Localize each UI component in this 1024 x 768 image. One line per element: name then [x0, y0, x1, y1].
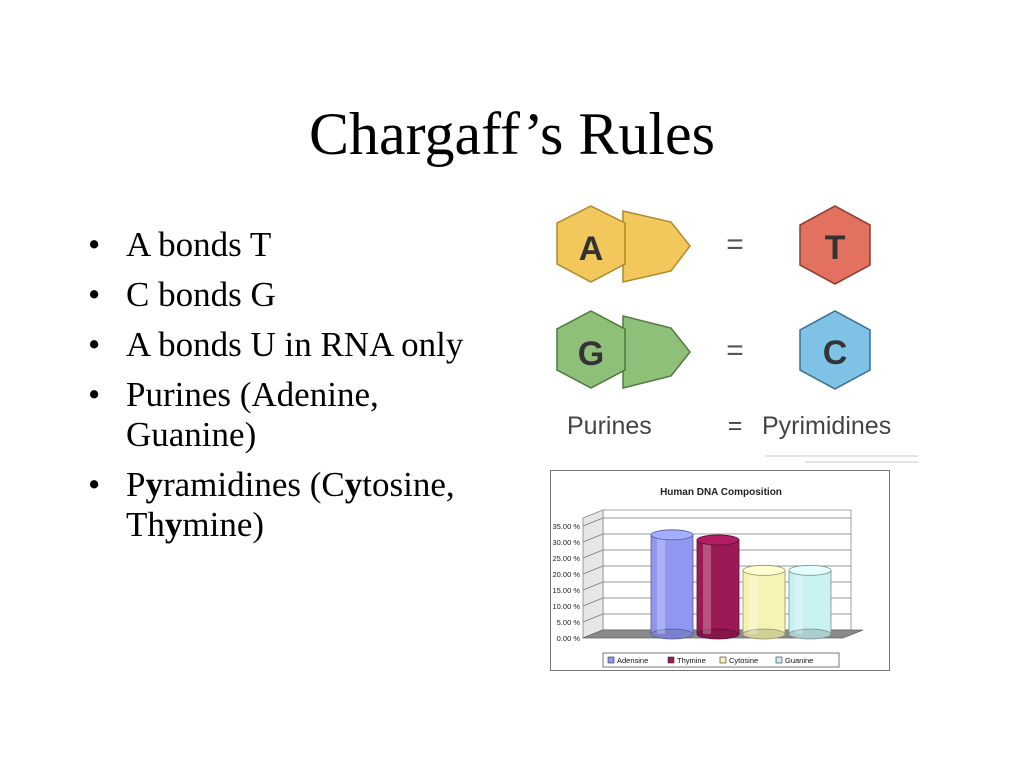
- chart-ytick-label: 0.00 %: [557, 634, 581, 643]
- pyrimidines-label: Pyrimidines: [762, 412, 891, 440]
- chart-side-wall: [582, 509, 604, 639]
- thymine-hexagon: [799, 205, 871, 285]
- chart-ytick-label: 25.00 %: [552, 554, 580, 563]
- chart-legend-swatch: [667, 656, 675, 664]
- bullet-text: C bonds G: [126, 275, 276, 314]
- chart-gridline-side: [582, 597, 604, 607]
- base-pair-diagram: A = T G = C Purines = Pyrimidines: [556, 205, 918, 463]
- bullet-mark: •: [88, 465, 101, 504]
- chart-gridline-side: [582, 581, 604, 591]
- chart-svg: Human DNA Composition 35.00 % 30.00 % 25.00…: [552, 487, 864, 668]
- chart-bar-highlight: [657, 534, 665, 634]
- bullet-text-part: ramidines (C: [162, 465, 345, 504]
- bullet-text-bold-y: y: [145, 465, 163, 504]
- chart-bar: [742, 569, 786, 635]
- bullet-text: A bonds T: [126, 225, 272, 264]
- chart-bar: [788, 569, 832, 635]
- chart-gridline-side: [582, 533, 604, 543]
- bullet-item: • C bonds G: [82, 275, 482, 315]
- cytosine-pyrimidine-shape: C: [799, 310, 871, 390]
- chart-bar-top: [788, 564, 832, 576]
- adenine-pentagon: [622, 210, 691, 283]
- chart-legend-label: Guanine: [785, 656, 813, 665]
- chart-legend-swatch: [719, 656, 727, 664]
- equals-sign-1: =: [726, 228, 744, 261]
- bullet-text: A bonds U in RNA only: [126, 325, 464, 364]
- bullet-text: Purines (Adenine, Guanine): [126, 375, 379, 454]
- chart-legend-label: Thymine: [677, 656, 706, 665]
- slide-title: Chargaff’s Rules: [308, 101, 716, 167]
- thymine-letter: T: [825, 229, 846, 267]
- equals-sign-2: =: [726, 334, 744, 367]
- guanine-pentagon: [622, 315, 691, 389]
- chart-title: Human DNA Composition: [660, 487, 782, 498]
- chart-bar-highlight: [703, 539, 711, 634]
- guanine-letter: G: [578, 335, 604, 373]
- chart-bar-base: [742, 628, 786, 640]
- chart-ytick-label: 20.00 %: [552, 570, 580, 579]
- chart-bar-base: [650, 628, 694, 640]
- chart-legend-swatch: [775, 656, 783, 664]
- chart-gridline-side: [582, 517, 604, 527]
- chart-bar-top: [696, 534, 740, 546]
- bullet-list: • A bonds T • C bonds G • A bonds U in R…: [82, 225, 482, 555]
- purines-label: Purines: [567, 412, 652, 440]
- chart-ytick-label: 15.00 %: [552, 586, 580, 595]
- chart-ytick-label: 30.00 %: [552, 538, 580, 547]
- chart-gridline-side: [582, 565, 604, 575]
- chart-bar-top: [742, 564, 786, 576]
- chart-gridline-side: [582, 613, 604, 623]
- bullet-text-part: P: [126, 465, 146, 504]
- bullet-item: • A bonds U in RNA only: [82, 325, 482, 365]
- bullet-text-bold-y: y: [164, 505, 183, 544]
- chart-bar: [696, 539, 740, 635]
- guanine-hexagon: [556, 310, 626, 389]
- chart-ytick-label: 5.00 %: [557, 618, 581, 627]
- chart-legend-label: Cytosine: [729, 656, 758, 665]
- chart-ytick-label: 35.00 %: [552, 522, 580, 531]
- chart-legend-label: Adensine: [617, 656, 648, 665]
- bullet-item: • Pyramidines (Cytosine, Thymine): [82, 465, 482, 545]
- legend-equals-sign: =: [728, 412, 743, 440]
- guanine-purine-shape: G: [556, 310, 691, 389]
- adenine-purine-shape: A: [556, 205, 691, 283]
- chart-bar-base: [696, 628, 740, 640]
- bullet-mark: •: [88, 275, 101, 314]
- adenine-hexagon: [556, 205, 626, 283]
- chart-bar-highlight: [795, 570, 803, 634]
- adenine-letter: A: [579, 230, 604, 268]
- chart-bar-base: [788, 628, 832, 640]
- thymine-pyrimidine-shape: T: [799, 205, 871, 285]
- bullet-mark: •: [88, 225, 101, 264]
- chart-bar: [650, 534, 694, 635]
- chart-bar-highlight: [749, 570, 757, 634]
- dna-composition-chart: Human DNA Composition 35.00 % 30.00 % 25.00…: [550, 470, 890, 671]
- bullet-text-part: tosine, Th: [126, 465, 455, 544]
- chart-gridline-side: [582, 549, 604, 559]
- chart-ytick-label: 10.00 %: [552, 602, 580, 611]
- bullet-mark: •: [88, 325, 101, 364]
- bullet-mark: •: [88, 375, 101, 414]
- cytosine-hexagon: [799, 310, 871, 390]
- chart-legend-swatch: [607, 656, 615, 664]
- bullet-text-part: mine): [182, 505, 265, 544]
- cytosine-letter: C: [823, 334, 848, 372]
- bullet-text-bold-y: y: [344, 465, 363, 504]
- bullet-item: • A bonds T: [82, 225, 482, 265]
- bullet-item: • Purines (Adenine, Guanine): [82, 375, 482, 455]
- chart-bar-top: [650, 529, 694, 541]
